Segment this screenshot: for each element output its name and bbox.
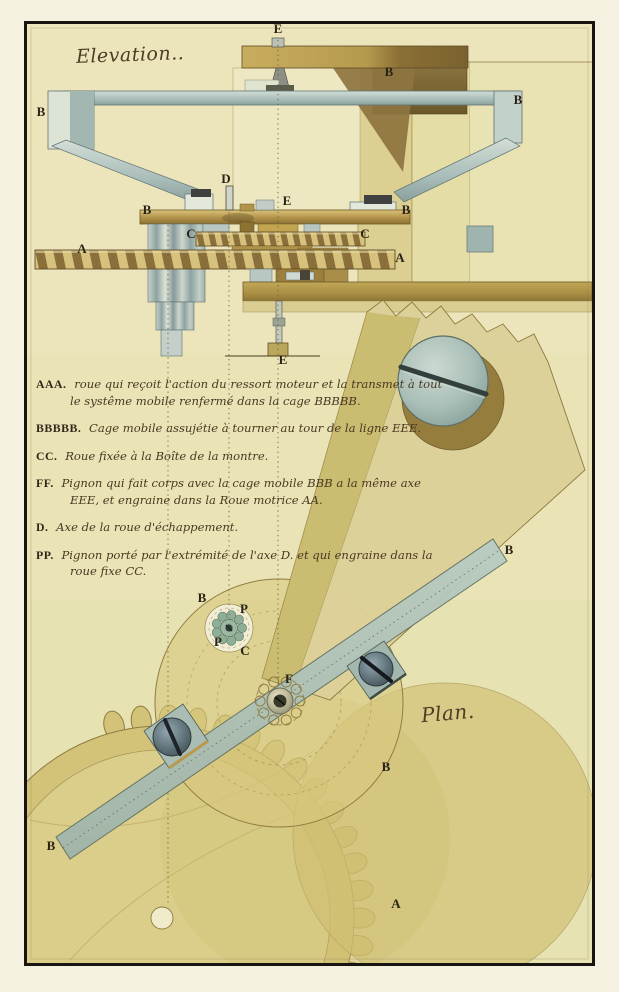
great-wheel-section [34, 249, 396, 270]
pinion-f [254, 676, 306, 726]
axis-lines [167, 40, 279, 905]
cage-top-bar [61, 90, 521, 106]
upper-pivot-nub [271, 37, 285, 48]
pinion-p [204, 603, 254, 653]
case-stud [466, 225, 494, 253]
upper-bridge [241, 45, 469, 69]
fixed-wheel-section [195, 231, 366, 247]
elevation-view [34, 37, 592, 357]
cage-plate [139, 209, 411, 225]
bar-screw-1 [143, 703, 209, 770]
cage-right-post [493, 90, 523, 144]
wheel-center-hole [150, 906, 174, 930]
escapement-axis-pin [225, 185, 234, 211]
lower-bridge [242, 281, 592, 302]
cage-right-strut [393, 137, 521, 203]
bar-screw-2 [346, 640, 407, 701]
